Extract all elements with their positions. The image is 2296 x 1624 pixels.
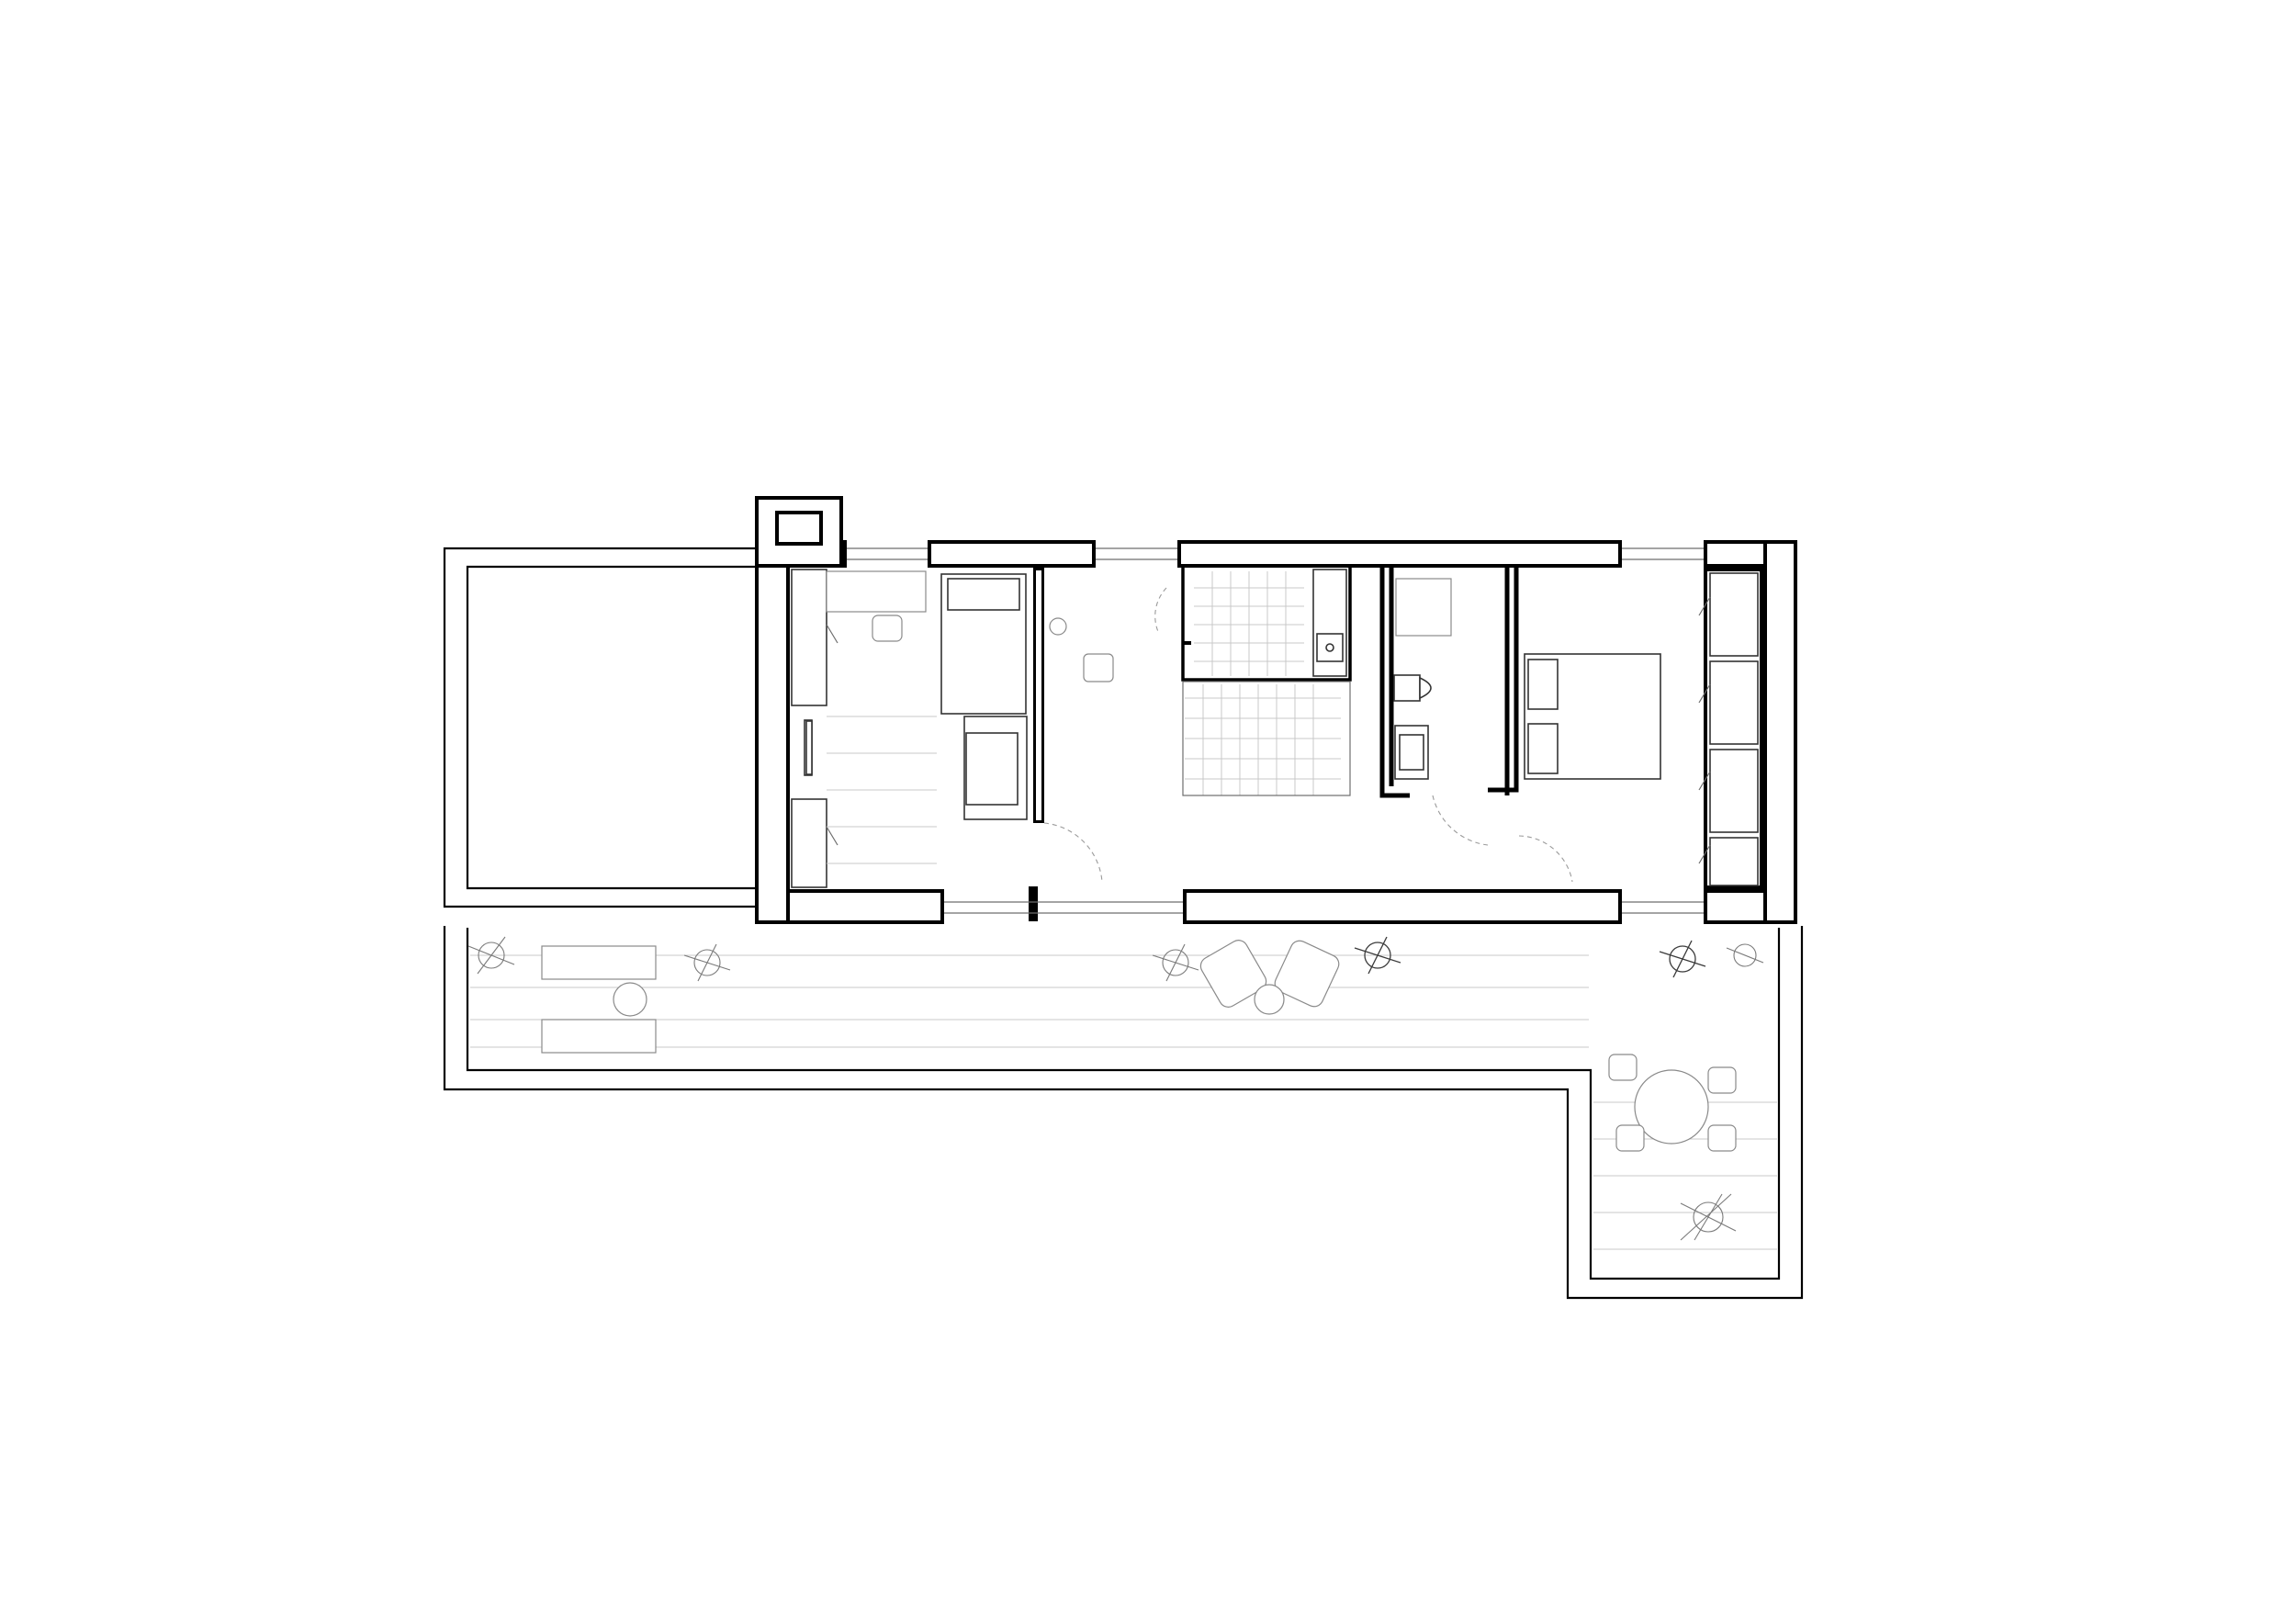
plant-6 bbox=[1726, 943, 1764, 967]
plant-7 bbox=[1680, 1193, 1737, 1241]
lounge-chairs bbox=[1199, 940, 1340, 1015]
terrace-left-outline bbox=[443, 547, 755, 908]
terrace-south-outline bbox=[443, 926, 1804, 1300]
hall-furniture bbox=[1049, 587, 1167, 682]
plant-2 bbox=[683, 943, 731, 982]
stair-flight bbox=[1182, 681, 1351, 796]
chimney-block bbox=[755, 496, 843, 568]
interior-walls bbox=[1033, 568, 1519, 823]
bedroom bbox=[1518, 572, 1759, 886]
plant-5 bbox=[1659, 940, 1706, 978]
plant-3 bbox=[1152, 943, 1199, 982]
plant-4 bbox=[1354, 936, 1401, 975]
bathroom bbox=[1194, 569, 1347, 677]
wc-room bbox=[1393, 578, 1489, 846]
plant-1 bbox=[467, 936, 515, 975]
study-room bbox=[791, 569, 1103, 888]
dining-set bbox=[1608, 1054, 1737, 1152]
sunloungers bbox=[541, 945, 657, 1054]
